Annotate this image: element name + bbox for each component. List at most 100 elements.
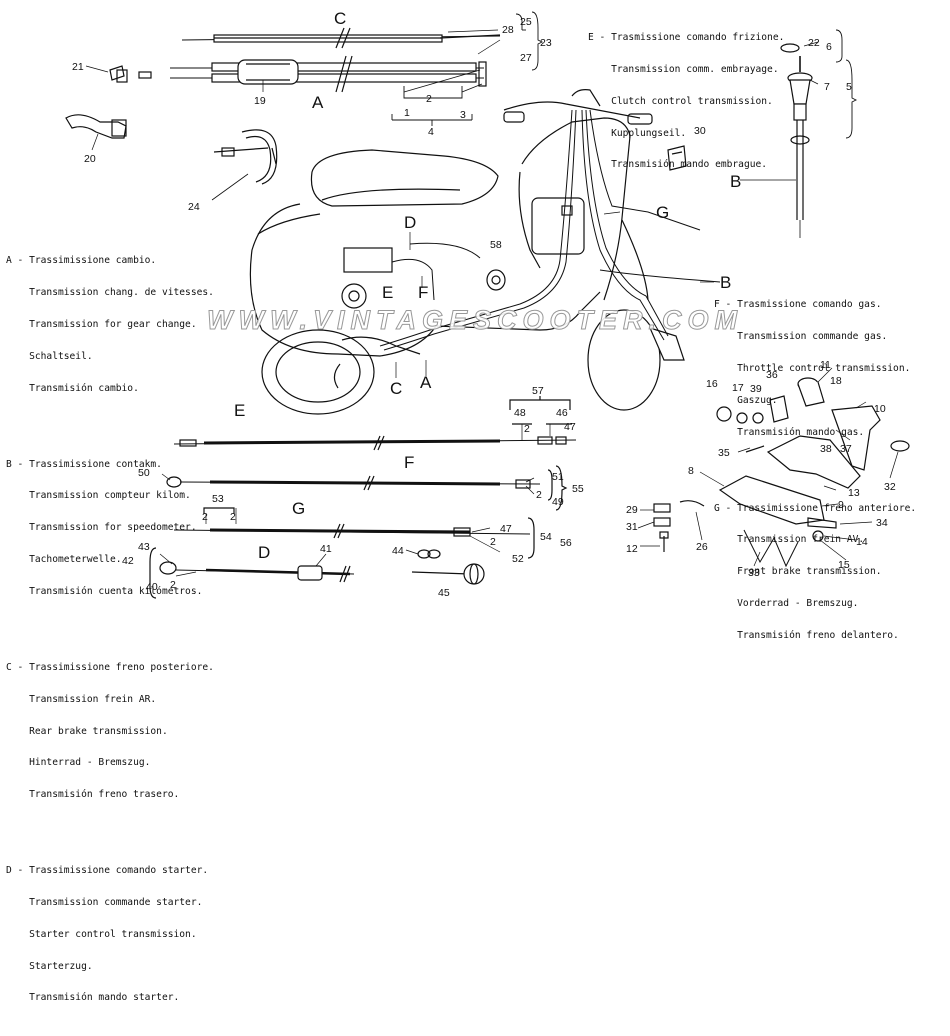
part-24-clip xyxy=(211,129,278,201)
part-39: 39 xyxy=(750,383,762,395)
legend-left: A - Trassimissione cambio. Transmission … xyxy=(6,214,214,1036)
part-numbers: 1 2 3 4 5 6 7 8 9 10 11 12 13 14 15 16 1… xyxy=(72,16,896,599)
label-d-cable: D xyxy=(258,543,270,562)
diagram-drawing: C A B G D B E F C A E F G D 1 2 3 4 5 6 … xyxy=(65,9,910,599)
part-32: 32 xyxy=(884,481,896,493)
part-58-grommet xyxy=(486,269,506,291)
cable-bundle xyxy=(379,109,721,351)
part-58: 58 xyxy=(490,239,502,251)
letter-labels: C A B G D B E F C A E F G D xyxy=(234,9,741,562)
legend-c: C - Trassimissione freno posteriore. Tra… xyxy=(6,661,214,801)
label-c-top: C xyxy=(334,9,346,28)
part-28: 28 xyxy=(502,24,514,36)
part-42: 42 xyxy=(122,555,134,567)
cable-a-top xyxy=(170,55,487,93)
legend-a: A - Trassimissione cambio. Transmission … xyxy=(6,255,214,394)
part-8: 8 xyxy=(688,465,694,477)
part-2g: 2 xyxy=(170,579,176,591)
part-43: 43 xyxy=(138,541,150,553)
part-22: 22 xyxy=(808,37,820,49)
part-56: 56 xyxy=(560,537,572,549)
part-35: 35 xyxy=(718,447,730,459)
part-38: 38 xyxy=(820,443,832,455)
part-5: 5 xyxy=(846,81,852,93)
watermark: WWW.VINTAGESCOOTER.COM xyxy=(207,305,743,336)
part-17: 17 xyxy=(732,382,744,394)
part-2f: 2 xyxy=(490,536,496,548)
part-27: 27 xyxy=(520,52,532,64)
part-30: 30 xyxy=(694,125,706,137)
brackets xyxy=(391,11,858,139)
part-48: 48 xyxy=(514,407,526,419)
part-3: 3 xyxy=(460,109,466,121)
label-e-cable: E xyxy=(234,401,245,420)
part-44-45 xyxy=(411,549,485,585)
part-2b: 2 xyxy=(524,423,530,435)
label-f-scooter: F xyxy=(418,283,428,302)
label-a-top: A xyxy=(312,93,324,112)
cable-g xyxy=(173,507,535,559)
part-19: 19 xyxy=(254,95,266,107)
part-16: 16 xyxy=(706,378,718,390)
part-13: 13 xyxy=(848,487,860,499)
label-g-scooter: G xyxy=(656,203,669,222)
part-30-clip xyxy=(667,145,687,171)
part-47a: 47 xyxy=(564,421,576,433)
part-52: 52 xyxy=(512,553,524,565)
cable-c-top xyxy=(181,27,501,49)
part-47b: 47 xyxy=(500,523,512,535)
part-12: 12 xyxy=(626,543,638,555)
part-37: 37 xyxy=(840,443,852,455)
scooter-body xyxy=(249,89,685,415)
parts-diagram: C A B G D B E F C A E F G D 1 2 3 4 5 6 … xyxy=(6,9,916,1003)
legend-e: E - Trasmissione comando frizione. Trans… xyxy=(588,32,785,171)
label-a-scooter: A xyxy=(420,373,432,392)
cable-b-speedometer xyxy=(780,43,813,238)
part-4: 4 xyxy=(428,126,434,138)
part-40: 40 xyxy=(146,581,158,593)
part-49: 49 xyxy=(552,496,564,508)
leader-lines xyxy=(91,29,899,577)
part-50: 50 xyxy=(138,467,150,479)
part-57: 57 xyxy=(532,385,544,397)
part-2d: 2 xyxy=(202,511,208,523)
part-33: 33 xyxy=(748,567,760,579)
label-c-scooter: C xyxy=(390,379,402,398)
part-31: 31 xyxy=(626,521,638,533)
part-34: 34 xyxy=(876,517,888,529)
part-54: 54 xyxy=(540,531,552,543)
part-14: 14 xyxy=(856,536,868,548)
part-41: 41 xyxy=(320,543,332,555)
part-29: 29 xyxy=(626,504,638,516)
part-2e: 2 xyxy=(230,511,236,523)
part-25: 25 xyxy=(520,16,532,28)
part-15: 15 xyxy=(838,559,850,571)
part-24: 24 xyxy=(188,201,200,213)
part-9: 9 xyxy=(838,499,844,511)
pedal-assembly xyxy=(653,377,910,568)
label-d-scooter: D xyxy=(404,213,416,232)
part-20: 20 xyxy=(84,153,96,165)
part-53: 53 xyxy=(212,493,224,505)
part-44: 44 xyxy=(392,545,404,557)
part-51: 51 xyxy=(552,471,564,483)
part-46: 46 xyxy=(556,407,568,419)
part-55: 55 xyxy=(572,483,584,495)
label-b-right: B xyxy=(730,172,741,191)
legend-b: B - Trassimissione contakm. Transmission… xyxy=(6,458,203,597)
part-2c: 2 xyxy=(536,489,542,501)
part-7: 7 xyxy=(824,81,830,93)
part-21: 21 xyxy=(72,61,84,73)
label-e-scooter: E xyxy=(382,283,393,302)
legend-f: F - Trasmissione comando gas. Transmissi… xyxy=(714,299,911,438)
part-21-knob xyxy=(85,65,152,83)
part-6: 6 xyxy=(826,41,832,53)
part-11: 11 xyxy=(820,359,831,371)
cable-d xyxy=(149,547,355,599)
part-1: 1 xyxy=(404,107,410,119)
part-2a: 2 xyxy=(426,93,432,105)
label-g-cable: G xyxy=(292,499,305,518)
part-45: 45 xyxy=(438,587,450,599)
label-b-scooter: B xyxy=(720,273,731,292)
part-36: 36 xyxy=(766,369,778,381)
